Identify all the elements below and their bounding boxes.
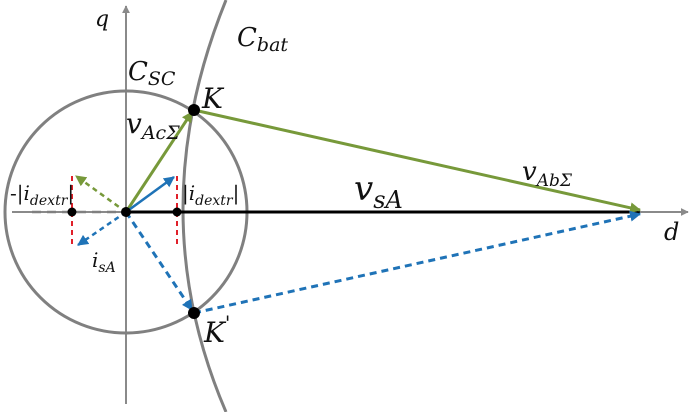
bat-label: Cbat [237,23,288,56]
blue-dash-to-kprime [124,211,194,311]
q-axis-label: q [95,7,109,32]
isA-vector [77,210,127,247]
K-prime-label: K' [203,311,230,349]
sc-label: CSC [128,57,176,90]
blue-dash-kprime-to-tip [193,210,642,315]
point-K-prime [188,307,200,319]
origin-point [121,207,131,217]
left-dextr-point [67,207,77,217]
dextr-pos-label: |idextr| [182,181,239,209]
K-label: K [201,82,225,115]
right-dextr-point [172,207,182,217]
blue-small-vector [125,175,175,214]
vAbS-vector [193,108,642,214]
bat-curve [181,0,228,412]
dextr-neg-label: -|idextr| [10,181,74,209]
vAcS-label: vAcΣ [126,107,180,144]
green-small-dash-vector [75,174,127,214]
vsA-label: vsA [354,169,403,214]
point-K [188,104,200,116]
vAbS-label: vAbΣ [522,157,573,191]
vAcS-vector [124,111,194,213]
d-axis-label: d [664,218,679,246]
isA-label: isA [92,248,116,276]
